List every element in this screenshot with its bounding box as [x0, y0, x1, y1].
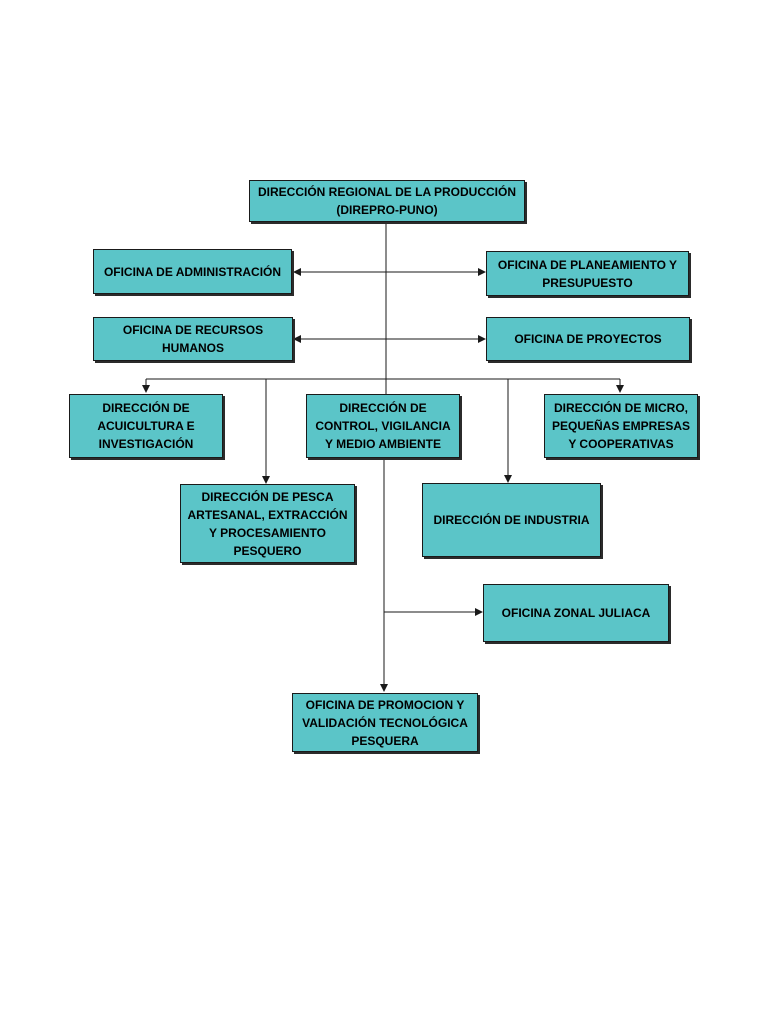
node-direccion-control: DIRECCIÓN DE CONTROL, VIGILANCIA Y MEDIO…	[306, 394, 460, 458]
node-oficina-administracion: OFICINA DE ADMINISTRACIÓN	[93, 249, 292, 294]
node-direccion-acuicultura-label: DIRECCIÓN DE ACUICULTURA E INVESTIGACIÓN	[97, 401, 195, 451]
node-direccion-control-label: DIRECCIÓN DE CONTROL, VIGILANCIA Y MEDIO…	[315, 401, 451, 451]
node-direccion-pesca: DIRECCIÓN DE PESCA ARTESANAL, EXTRACCIÓN…	[180, 484, 355, 563]
node-oficina-proyectos-label: OFICINA DE PROYECTOS	[514, 332, 662, 346]
node-oficina-recursos-humanos: OFICINA DE RECURSOS HUMANOS	[93, 317, 293, 361]
node-direccion-acuicultura: DIRECCIÓN DE ACUICULTURA E INVESTIGACIÓN	[69, 394, 223, 458]
node-direccion-pesca-label: DIRECCIÓN DE PESCA ARTESANAL, EXTRACCIÓN…	[187, 489, 348, 558]
node-oficina-zonal-juliaca: OFICINA ZONAL JULIACA	[483, 584, 669, 642]
node-direccion-industria: DIRECCIÓN DE INDUSTRIA	[422, 483, 601, 557]
node-oficina-recursos-humanos-label: OFICINA DE RECURSOS HUMANOS	[122, 323, 264, 355]
node-direccion-micro-label: DIRECCIÓN DE MICRO, PEQUEÑAS EMPRESAS Y …	[551, 401, 691, 451]
node-oficina-zonal-juliaca-label: OFICINA ZONAL JULIACA	[501, 606, 651, 620]
node-direpro-puno-label: DIRECCIÓN REGIONAL DE LA PRODUCCIÓN (DIR…	[257, 185, 516, 217]
node-oficina-promocion: OFICINA DE PROMOCION Y VALIDACIÓN TECNOL…	[292, 693, 478, 752]
node-direccion-industria-label: DIRECCIÓN DE INDUSTRIA	[433, 513, 590, 527]
node-oficina-planeamiento: OFICINA DE PLANEAMIENTO Y PRESUPUESTO	[486, 251, 689, 296]
node-oficina-administracion-label: OFICINA DE ADMINISTRACIÓN	[103, 264, 282, 279]
node-direccion-micro: DIRECCIÓN DE MICRO, PEQUEÑAS EMPRESAS Y …	[544, 394, 698, 458]
node-oficina-planeamiento-label: OFICINA DE PLANEAMIENTO Y PRESUPUESTO	[497, 257, 678, 290]
node-direpro-puno: DIRECCIÓN REGIONAL DE LA PRODUCCIÓN (DIR…	[249, 180, 525, 222]
node-oficina-promocion-label: OFICINA DE PROMOCION Y VALIDACIÓN TECNOL…	[302, 697, 468, 748]
node-oficina-proyectos: OFICINA DE PROYECTOS	[486, 317, 690, 361]
